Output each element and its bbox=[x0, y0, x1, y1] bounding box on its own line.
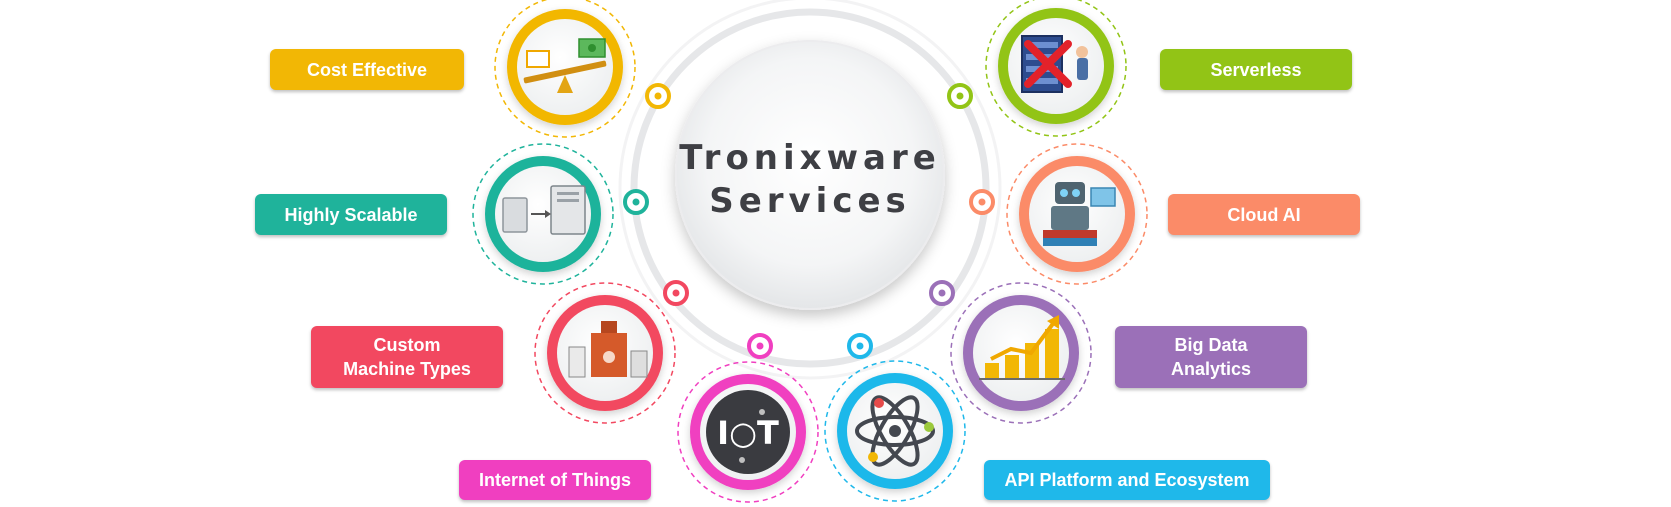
label-text: Custom Machine Types bbox=[343, 335, 471, 379]
ring-dot-highly-scalable bbox=[623, 189, 649, 215]
label-text: API Platform and Ecosystem bbox=[1004, 470, 1250, 490]
node-big-data-analytics bbox=[950, 282, 1092, 424]
ring-dot-custom-machine-types bbox=[663, 280, 689, 306]
server-crossed-icon bbox=[1021, 35, 1088, 93]
label-text: Cost Effective bbox=[306, 59, 428, 80]
node-custom-machine-types bbox=[534, 282, 676, 424]
node-api-platform bbox=[824, 360, 966, 502]
service-nodes: I○T bbox=[472, 0, 1148, 503]
node-internet-of-things: I○T bbox=[677, 361, 819, 503]
label-cost-effective: Cost Effective bbox=[270, 49, 464, 90]
label-cloud-ai: Cloud AI bbox=[1168, 194, 1360, 235]
center-title-line2: Services bbox=[709, 181, 911, 221]
label-text: Cloud AI bbox=[1227, 204, 1301, 225]
node-cloud-ai bbox=[1006, 143, 1148, 285]
factory-machine-icon bbox=[568, 321, 648, 378]
ring-dots bbox=[623, 83, 995, 359]
growth-chart-icon bbox=[979, 315, 1065, 380]
label-text: Internet of Things bbox=[479, 470, 631, 490]
center-disc bbox=[675, 40, 945, 310]
ring-dot-internet-of-things bbox=[747, 333, 773, 359]
label-serverless: Serverless bbox=[1160, 49, 1352, 90]
iot-icon: I○T bbox=[706, 390, 790, 474]
dashed-ring bbox=[494, 0, 636, 138]
label-text: Big Data Analytics bbox=[1170, 335, 1252, 379]
ring-dot-cloud-ai bbox=[969, 189, 995, 215]
center-ring bbox=[618, 0, 1002, 380]
dashed-ring bbox=[1006, 143, 1148, 285]
label-internet-of-things: Internet of Things bbox=[459, 460, 651, 500]
dashed-ring bbox=[534, 282, 676, 424]
label-highly-scalable: Highly Scalable bbox=[255, 194, 447, 235]
label-custom-machine-types: Custom Machine Types bbox=[311, 326, 503, 388]
robot-icon bbox=[1043, 182, 1116, 246]
label-text: Serverless bbox=[1210, 59, 1302, 80]
ring-dot-big-data-analytics bbox=[929, 280, 955, 306]
atom-icon bbox=[855, 395, 935, 467]
label-text: Highly Scalable bbox=[284, 204, 418, 225]
iot-glyph: I○T bbox=[717, 414, 779, 452]
dashed-ring bbox=[472, 143, 614, 285]
ring-dot-cost-effective bbox=[645, 83, 671, 109]
node-highly-scalable bbox=[472, 143, 614, 285]
ring-dot-api-platform bbox=[847, 333, 873, 359]
dashed-ring bbox=[985, 0, 1127, 137]
node-serverless bbox=[985, 0, 1127, 137]
dashed-ring bbox=[677, 361, 819, 503]
center-title-line1: Tronixware bbox=[679, 138, 941, 178]
ring-dot-serverless bbox=[947, 83, 973, 109]
dashed-ring bbox=[824, 360, 966, 502]
dashed-ring bbox=[950, 282, 1092, 424]
node-cost-effective bbox=[494, 0, 636, 138]
server-scale-icon bbox=[502, 185, 586, 235]
label-big-data-analytics: Big Data Analytics bbox=[1115, 326, 1307, 388]
label-api-platform: API Platform and Ecosystem bbox=[984, 460, 1270, 500]
seesaw-money-icon bbox=[523, 38, 607, 93]
